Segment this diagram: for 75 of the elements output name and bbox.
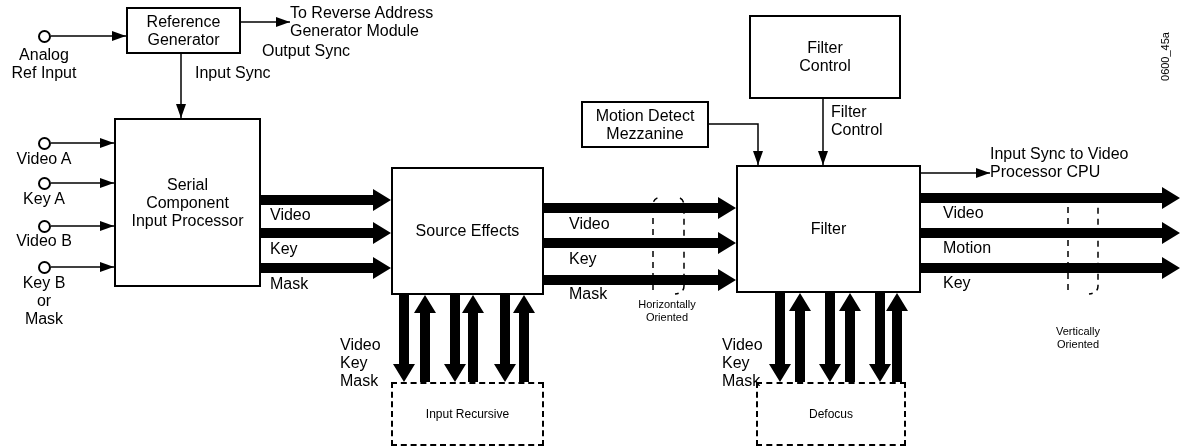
input-connector — [38, 137, 51, 150]
process-box — [581, 101, 709, 148]
bundle-note: Horizontally Oriented — [637, 298, 697, 324]
arrow — [920, 168, 991, 178]
bus-arrow — [769, 293, 791, 382]
destination-label: Input Sync to Video Processor CPU — [990, 145, 1182, 181]
arrow — [50, 178, 115, 188]
bus-arrow — [921, 257, 1180, 279]
bus-arrow — [544, 269, 736, 291]
edge-label: Output Sync — [262, 42, 351, 60]
signal-label: Video Key Mask — [722, 336, 764, 390]
arrow — [708, 123, 763, 166]
edge-label: Key — [270, 240, 298, 258]
bus-arrow — [819, 293, 841, 382]
box-label: Reference Generator — [145, 12, 222, 49]
edge-label: Key — [943, 274, 971, 292]
arrow — [176, 53, 186, 119]
box-label: Source Effects — [415, 222, 520, 240]
input-connector — [38, 261, 51, 274]
input-connector — [38, 220, 51, 233]
bus-arrow — [789, 293, 811, 382]
process-box — [126, 7, 241, 54]
optional-module-box — [391, 382, 544, 446]
box-label: Defocus — [809, 407, 853, 421]
arrow — [50, 262, 115, 272]
arrow — [818, 98, 828, 166]
edge-label: Video — [569, 215, 610, 233]
bus-arrow — [414, 295, 436, 382]
bus-arrow — [462, 295, 484, 382]
box-label: Input Recursive — [425, 407, 510, 421]
edge-label: Input Sync — [195, 64, 271, 82]
connector-label: Key B or Mask — [21, 274, 67, 328]
process-box — [114, 118, 261, 287]
box-label: Filter Control — [798, 39, 852, 75]
box-label: Motion Detect Mezzanine — [594, 106, 696, 143]
arrow — [50, 31, 127, 41]
process-box — [749, 15, 901, 99]
edge-label: Filter Control — [831, 103, 884, 139]
bus-arrow — [886, 293, 908, 382]
edge-label: Motion — [943, 239, 992, 257]
destination-label: To Reverse Address Generator Module — [290, 4, 480, 40]
input-connector — [38, 177, 51, 190]
connector-label: Video A — [15, 150, 73, 168]
process-box — [736, 165, 921, 293]
connector-label: Key A — [22, 190, 66, 208]
bus-arrow — [544, 197, 736, 219]
edge-label: Video — [943, 204, 984, 222]
bus-arrow — [869, 293, 891, 382]
box-label: Serial Component Input Processor — [130, 175, 245, 230]
connector-label: Video B — [15, 232, 73, 250]
bundle-note: Vertically Oriented — [1055, 325, 1101, 351]
bus-arrow — [261, 189, 391, 211]
bus-arrow — [261, 257, 391, 279]
connector-label: Analog Ref Input — [10, 46, 78, 82]
edge-label: Mask — [270, 275, 309, 293]
bus-arrow — [513, 295, 535, 382]
signal-label: Video Key Mask — [340, 336, 382, 390]
process-box — [391, 167, 544, 295]
arrow — [240, 17, 291, 27]
bus-arrow — [544, 232, 736, 254]
input-connector — [38, 30, 51, 43]
edge-label: Key — [569, 250, 597, 268]
bus-arrow — [921, 187, 1180, 209]
bus-arrow — [839, 293, 861, 382]
edge-label: Mask — [569, 285, 608, 303]
bus-arrow — [494, 295, 516, 382]
edge-label: Video — [270, 206, 311, 224]
bus-arrow — [444, 295, 466, 382]
arrow — [50, 138, 115, 148]
figure-number: 0600_45a — [1158, 31, 1172, 83]
bus-arrow — [261, 222, 391, 244]
bus-arrow — [393, 295, 415, 382]
box-label: Filter — [810, 220, 847, 238]
arrow — [50, 221, 115, 231]
bus-arrow — [921, 222, 1180, 244]
